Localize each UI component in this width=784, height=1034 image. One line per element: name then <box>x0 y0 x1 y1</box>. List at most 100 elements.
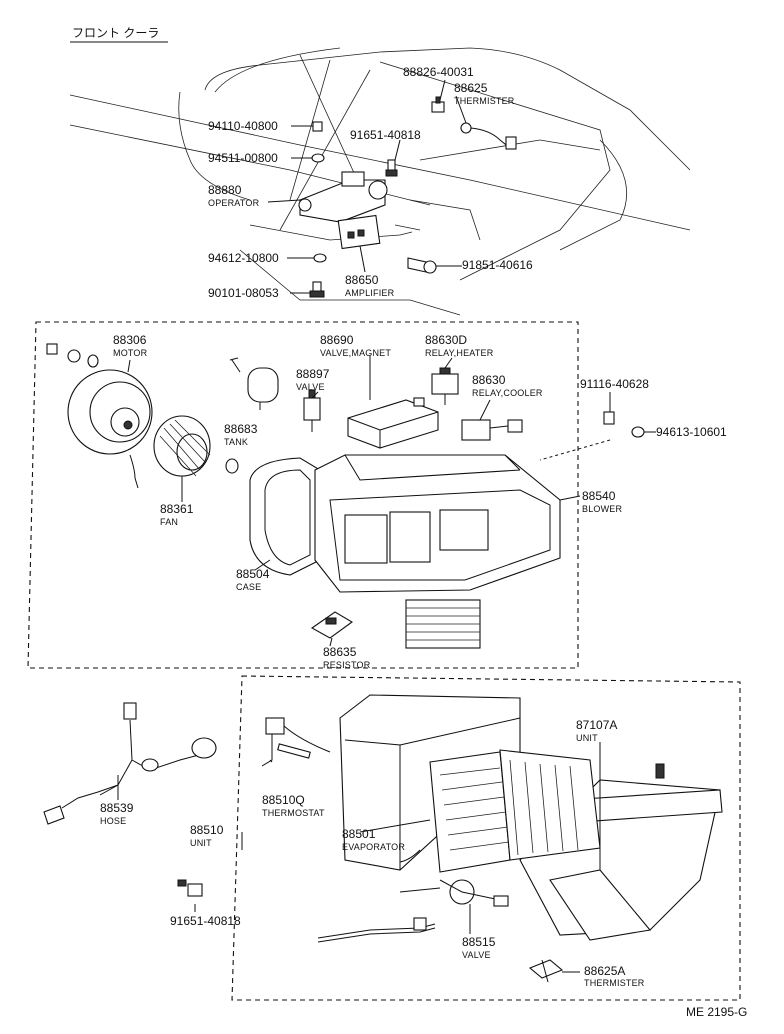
part-88306-motor-drawing <box>46 343 153 489</box>
part-label-88625: 88625 THERMISTER <box>454 81 515 106</box>
part-88650-amplifier-drawing <box>337 214 381 250</box>
svg-text:88540: 88540 <box>582 489 616 503</box>
part-label-88635: 88635 RESISTOR <box>323 645 371 670</box>
part-88361-fan-drawing <box>153 415 239 477</box>
part-88880-operator-drawing <box>298 171 388 223</box>
part-88826-40031-drawing <box>431 96 445 113</box>
svg-text:VALVE,MAGNET: VALVE,MAGNET <box>320 348 391 358</box>
svg-text:88510Q: 88510Q <box>262 793 305 807</box>
part-88897-valve-drawing <box>303 389 321 432</box>
evaporator-core-drawing-middle <box>405 599 481 649</box>
svg-text:88635: 88635 <box>323 645 357 659</box>
part-88630-relay-cooler-drawing <box>461 419 523 441</box>
part-label-88897: 88897 VALVE <box>296 367 330 392</box>
svg-text:RESISTOR: RESISTOR <box>323 660 371 670</box>
svg-text:RELAY,COOLER: RELAY,COOLER <box>472 388 543 398</box>
part-label-94511-00800: 94511-00800 <box>208 151 278 165</box>
svg-text:VALVE: VALVE <box>296 382 325 392</box>
cooling-unit-box <box>231 675 741 1001</box>
part-label-91851-40616: 91851-40616 <box>462 258 533 272</box>
svg-text:TANK: TANK <box>224 437 248 447</box>
svg-text:94110-40800: 94110-40800 <box>208 119 278 133</box>
svg-text:UNIT: UNIT <box>190 838 212 848</box>
part-94612-10800-drawing <box>313 253 327 263</box>
part-label-94613-10601: 94613-10601 <box>656 425 727 439</box>
part-88625A-thermister-drawing <box>528 959 564 983</box>
top-leader-lines <box>267 79 467 294</box>
part-label-88539: 88539 HOSE <box>100 801 134 826</box>
svg-text:88826-40031: 88826-40031 <box>403 65 474 79</box>
svg-text:91851-40616: 91851-40616 <box>462 258 533 272</box>
svg-text:88630D: 88630D <box>425 333 467 347</box>
part-label-88880: 88880 OPERATOR <box>208 183 260 208</box>
tube-line-bottom-drawing <box>317 917 436 943</box>
part-88690-valve-magnet-drawing <box>347 399 439 449</box>
drawing-code: ME 2195-G <box>686 1005 747 1019</box>
svg-text:91116-40628: 91116-40628 <box>580 377 649 391</box>
svg-text:MOTOR: MOTOR <box>113 348 148 358</box>
svg-text:94612-10800: 94612-10800 <box>208 251 279 265</box>
part-91116-40628-drawing <box>603 411 615 425</box>
part-label-88504: 88504 CASE <box>236 567 270 592</box>
svg-text:UNIT: UNIT <box>576 733 598 743</box>
svg-text:88510: 88510 <box>190 823 224 837</box>
svg-text:88504: 88504 <box>236 567 270 581</box>
part-88501-evaporator-drawing <box>399 749 601 873</box>
part-91651-40818-top-drawing <box>385 159 398 177</box>
svg-text:88515: 88515 <box>462 935 496 949</box>
part-label-91116-40628: 91116-40628 <box>580 377 649 391</box>
part-88635-resistor-drawing <box>310 611 354 639</box>
svg-text:BLOWER: BLOWER <box>582 504 623 514</box>
svg-text:THERMISTER: THERMISTER <box>454 96 515 106</box>
svg-text:88897: 88897 <box>296 367 330 381</box>
part-label-88510: 88510 UNIT <box>190 823 224 848</box>
svg-text:88690: 88690 <box>320 333 354 347</box>
blower-assembly-box <box>27 321 579 669</box>
svg-text:AMPLIFIER: AMPLIFIER <box>345 288 395 298</box>
svg-text:88361: 88361 <box>160 502 194 516</box>
svg-text:87107A: 87107A <box>576 718 617 732</box>
part-label-94612-10800: 94612-10800 <box>208 251 279 265</box>
part-88683-tank-drawing <box>229 357 279 403</box>
svg-text:88306: 88306 <box>113 333 147 347</box>
part-label-88625A: 88625A THERMISTER <box>584 964 645 988</box>
svg-text:RELAY,HEATER: RELAY,HEATER <box>425 348 494 358</box>
part-label-88306: 88306 MOTOR <box>113 333 148 358</box>
svg-text:88625A: 88625A <box>584 964 625 978</box>
part-label-91651-40818-top: 91651-40818 <box>350 128 421 142</box>
svg-text:91651-40818: 91651-40818 <box>170 914 241 928</box>
svg-text:91651-40818: 91651-40818 <box>350 128 421 142</box>
svg-text:90101-08053: 90101-08053 <box>208 286 279 300</box>
part-88539-hose-drawing <box>43 702 217 825</box>
part-90101-08053-drawing <box>309 281 325 298</box>
part-94110-40800-drawing <box>312 121 323 132</box>
part-label-88683: 88683 TANK <box>224 422 258 447</box>
part-label-88515: 88515 VALVE <box>462 935 496 960</box>
part-label-88510Q: 88510Q THERMOSTAT <box>262 793 325 818</box>
svg-text:OPERATOR: OPERATOR <box>208 198 260 208</box>
svg-text:HOSE: HOSE <box>100 816 126 826</box>
part-label-90101-08053: 90101-08053 <box>208 286 279 300</box>
part-88504-case-drawing <box>249 457 321 576</box>
part-91851-40616-drawing <box>407 257 437 274</box>
part-label-88826-40031: 88826-40031 <box>403 65 474 79</box>
svg-text:THERMISTER: THERMISTER <box>584 978 645 988</box>
part-94613-10601-drawing <box>631 426 645 438</box>
part-label-88690: 88690 VALVE,MAGNET <box>320 333 391 358</box>
part-88510Q-thermostat-drawing <box>261 717 331 767</box>
svg-text:88630: 88630 <box>472 373 506 387</box>
part-88515-valve-drawing <box>399 879 509 907</box>
part-label-88540: 88540 BLOWER <box>582 489 623 514</box>
svg-text:94511-00800: 94511-00800 <box>208 151 278 165</box>
svg-text:88683: 88683 <box>224 422 258 436</box>
svg-text:88880: 88880 <box>208 183 242 197</box>
part-label-88630: 88630 RELAY,COOLER <box>472 373 543 398</box>
part-label-88630D: 88630D RELAY,HEATER <box>425 333 494 358</box>
svg-text:88539: 88539 <box>100 801 134 815</box>
part-88630D-relay-heater-drawing <box>413 367 459 407</box>
part-label-88650: 88650 AMPLIFIER <box>345 273 395 298</box>
part-94511-00800-drawing <box>311 153 325 163</box>
part-label-88501: 88501 EVAPORATOR <box>342 827 405 852</box>
part-88625-thermister-drawing <box>460 122 517 150</box>
svg-text:88501: 88501 <box>342 827 376 841</box>
